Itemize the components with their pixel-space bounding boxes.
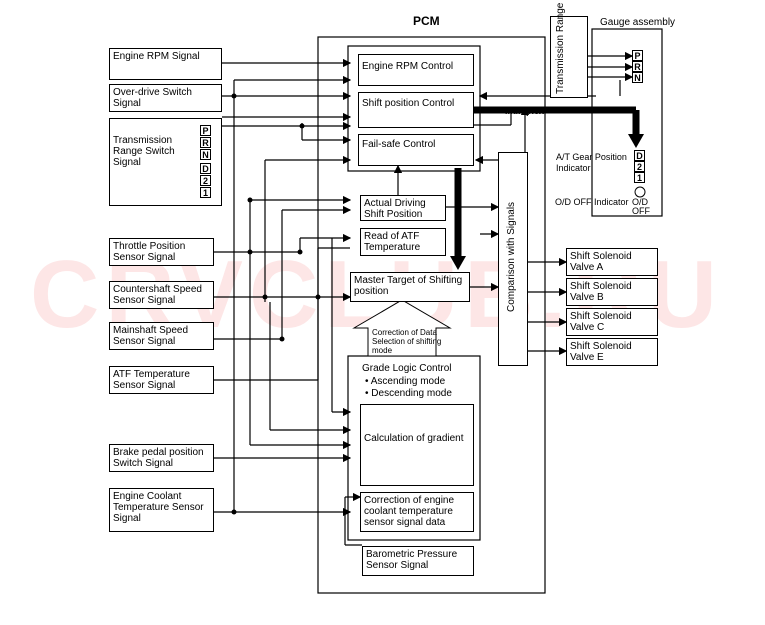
page-title: PCM — [413, 14, 440, 28]
engine-rpm-control: Engine RPM Control — [358, 54, 474, 86]
input-engine-rpm: Engine RPM Signal — [109, 48, 222, 80]
gauge-range-switch — [550, 16, 588, 98]
shift-solenoid-valve-c: Shift Solenoid Valve C — [566, 308, 658, 336]
descending-mode-label: Descending mode — [371, 388, 452, 399]
gauge-switch-cell-r: R — [632, 61, 643, 72]
gear-indicator-cell-d: D — [634, 150, 645, 161]
range-cell-p: P — [200, 125, 211, 136]
read-of-atf-temperature: Read of ATF Temperature — [360, 228, 446, 256]
gauge-switch-cell-n: N — [632, 72, 643, 83]
comparison-with-signals — [498, 152, 528, 366]
range-cell-n: N — [200, 149, 211, 160]
range-cell-d: D — [200, 163, 211, 174]
multiplex-label: Multiplex — [505, 106, 545, 116]
range-cell-2: 2 — [200, 175, 211, 186]
comparison-with-signals-label: Comparison with Signals — [506, 201, 517, 312]
grade-logic-item-ascending: • Ascending mode — [365, 376, 446, 387]
gauge-assembly-title: Gauge assembly — [600, 17, 676, 28]
input-engine-coolant: Engine Coolant Temperature Sensor Signal — [109, 488, 214, 532]
shift-solenoid-valve-a: Shift Solenoid Valve A — [566, 248, 658, 276]
range-cell-r: R — [200, 137, 211, 148]
master-target-of-shifting: Master Target of Shifting position — [350, 272, 470, 302]
grade-logic-control-title: Grade Logic Control — [362, 363, 452, 374]
gauge-range-switch-label: Transmission Range Switch — [555, 0, 566, 94]
grade-logic-item-descending: • Descending mode — [365, 388, 452, 399]
input-mainshaft-speed: Mainshaft Speed Sensor Signal — [109, 322, 214, 350]
shift-solenoid-valve-e: Shift Solenoid Valve E — [566, 338, 658, 366]
gear-indicator-label: A/T Gear Position Indicator — [556, 152, 627, 173]
actual-driving-shift-position: Actual Driving Shift Position — [360, 195, 446, 221]
fail-safe-control: Fail-safe Control — [358, 134, 474, 166]
shift-position-control: Shift position Control — [358, 92, 474, 128]
input-countershaft-speed: Countershaft Speed Sensor Signal — [109, 281, 214, 309]
input-overdrive-switch: Over-drive Switch Signal — [109, 84, 222, 112]
calculation-of-gradient: Calculation of gradient — [360, 404, 474, 486]
gauge-switch-cell-p: P — [632, 50, 643, 61]
barometric-pressure-sensor: Barometric Pressure Sensor Signal — [362, 546, 474, 576]
input-brake-pedal: Brake pedal position Switch Signal — [109, 444, 214, 472]
od-off-indicator-label: O/D OFF Indicator — [555, 197, 629, 207]
shift-solenoid-valve-b: Shift Solenoid Valve B — [566, 278, 658, 306]
range-cell-1: 1 — [200, 187, 211, 198]
gear-indicator-cell-1: 1 — [634, 172, 645, 183]
correction-of-data-note: Correction of Data Selection of shifting… — [372, 328, 442, 355]
input-atf-temperature: ATF Temperature Sensor Signal — [109, 366, 214, 394]
od-off-lamp-label: O/D OFF — [632, 197, 650, 216]
correction-coolant-data: Correction of engine coolant temperature… — [360, 492, 474, 532]
gear-indicator-cell-2: 2 — [634, 161, 645, 172]
input-throttle-position: Throttle Position Sensor Signal — [109, 238, 214, 266]
ascending-mode-label: Ascending mode — [370, 376, 446, 387]
